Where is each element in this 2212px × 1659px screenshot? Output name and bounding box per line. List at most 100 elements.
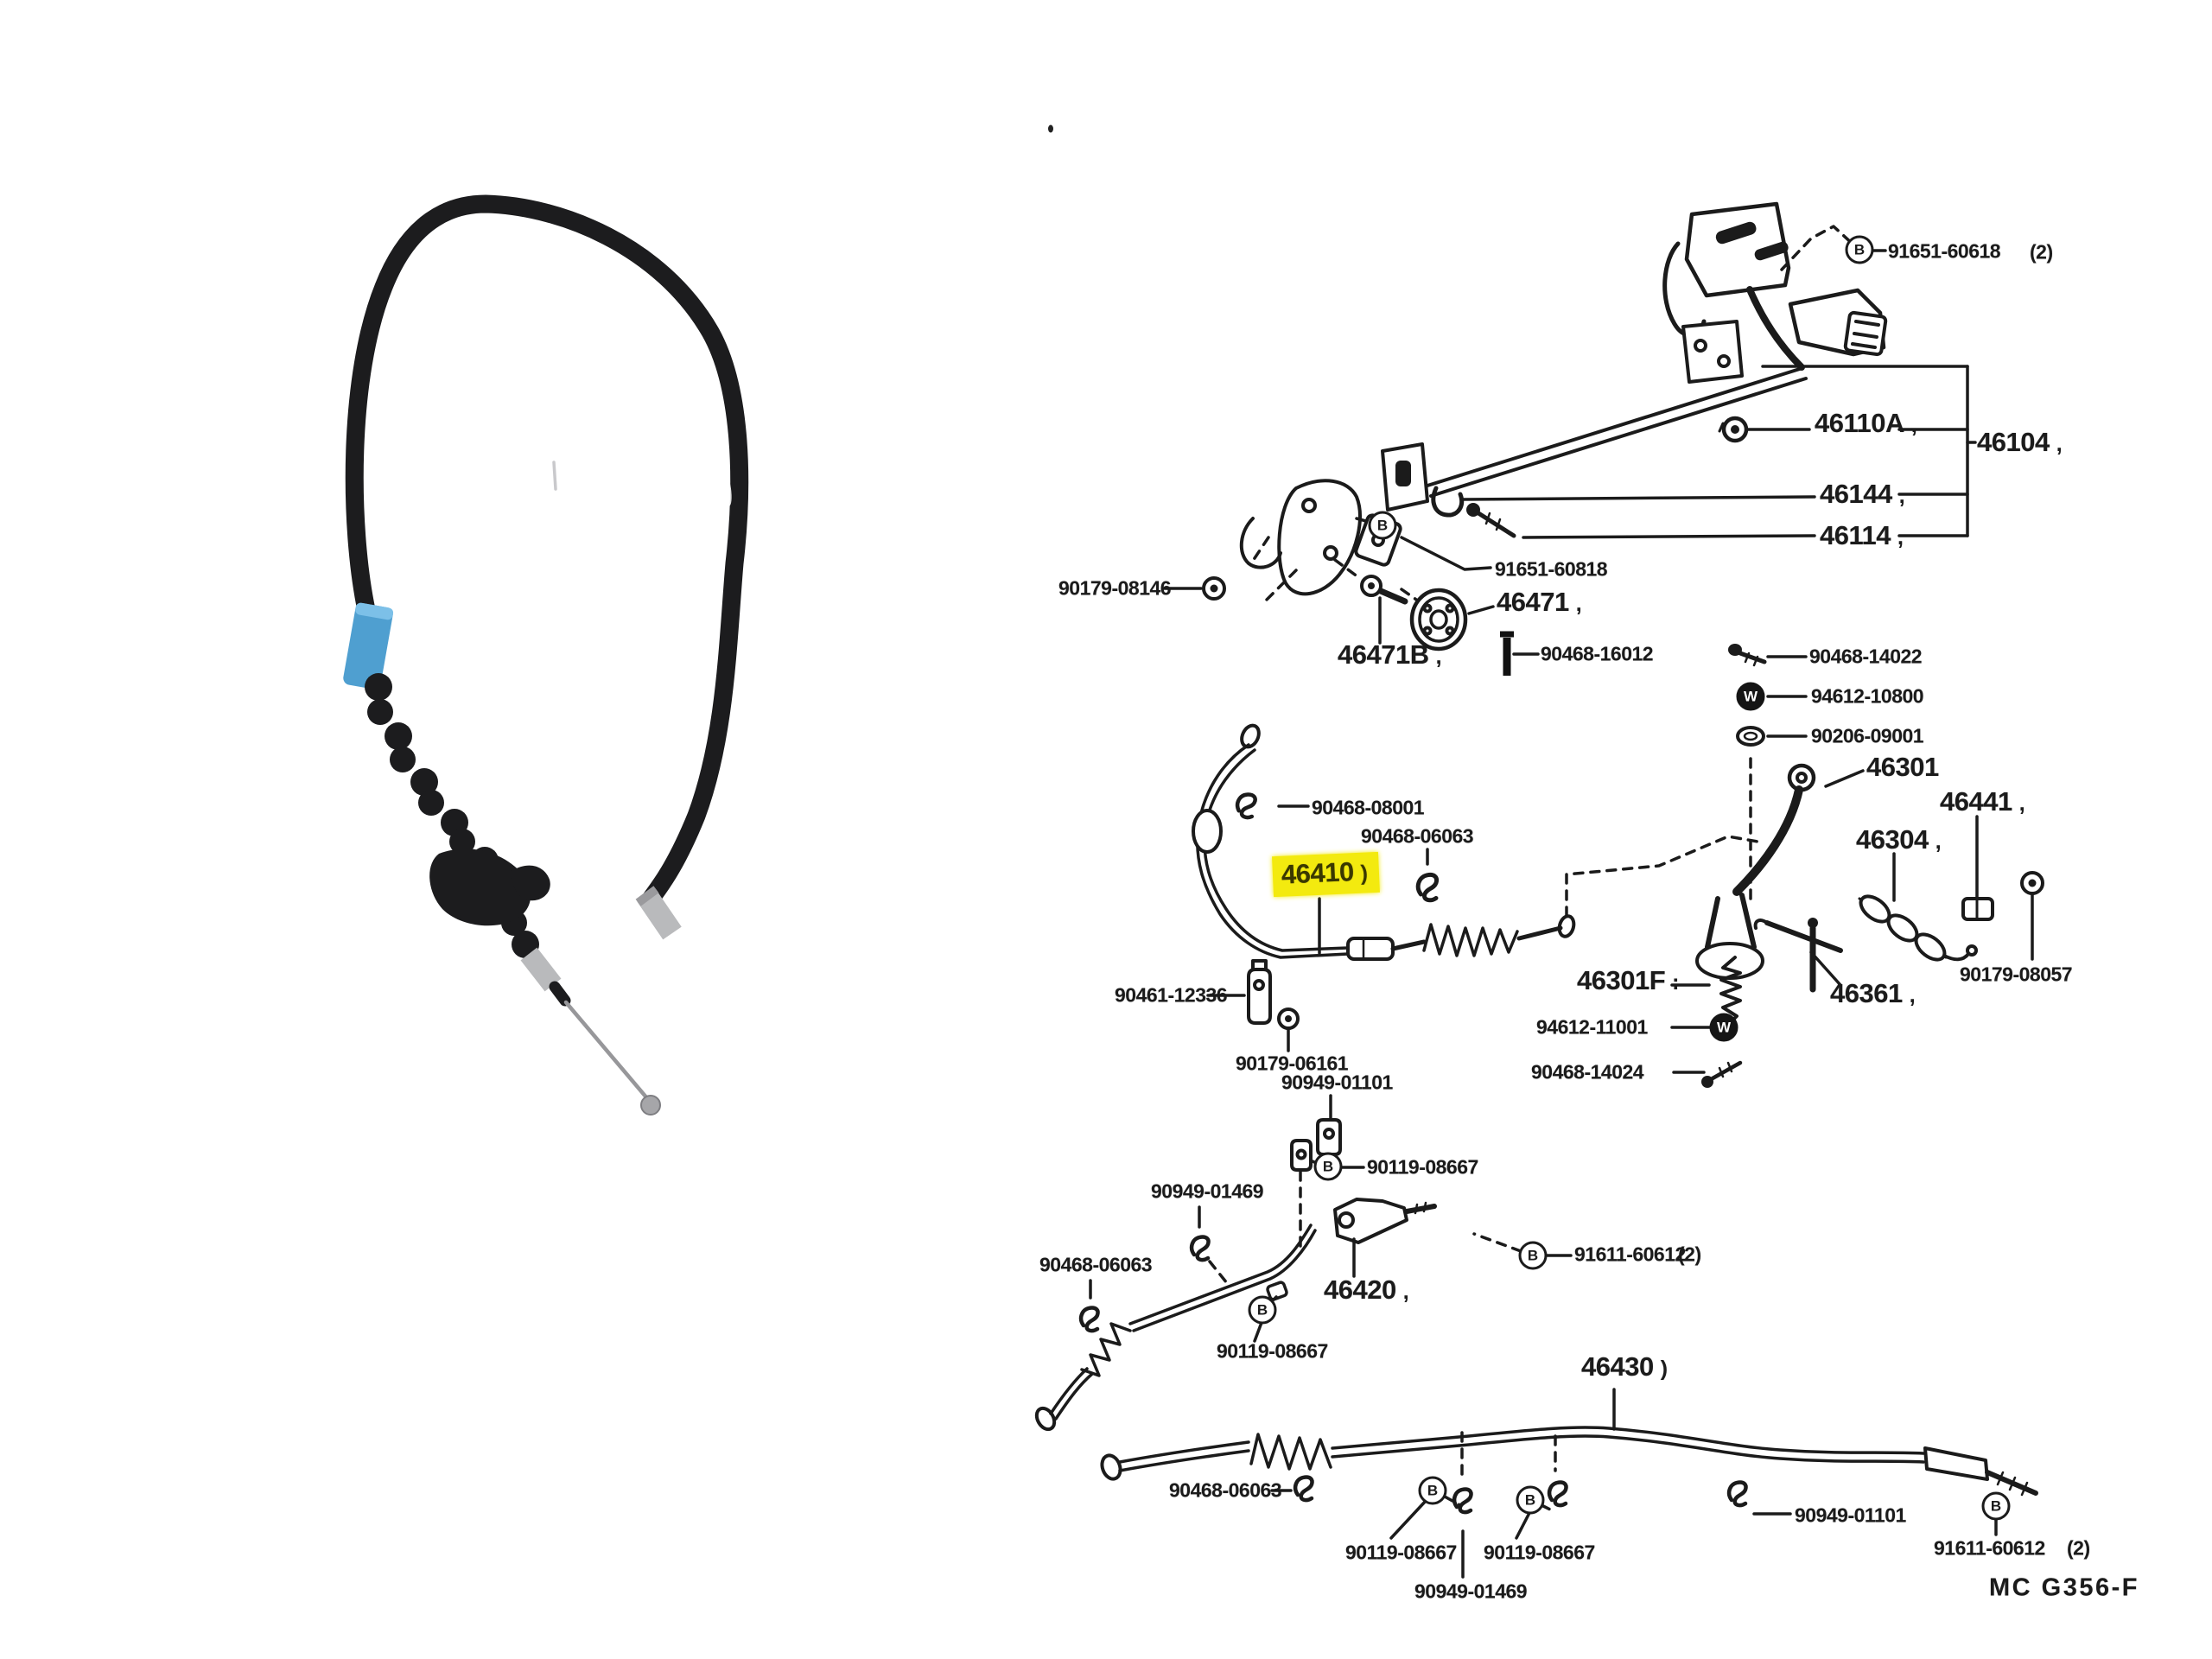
wire-end-ball bbox=[640, 1095, 661, 1116]
part-label: (2) bbox=[2067, 1536, 2090, 1560]
cable-end-fitting bbox=[1923, 1446, 1989, 1481]
clip-90468-06063-mid-icon bbox=[1078, 1306, 1100, 1333]
ring-90206-09001-icon bbox=[1736, 726, 1765, 747]
fastener-ref-w-icon: W bbox=[1709, 1013, 1738, 1042]
clip-90468-06063-bottom-icon bbox=[1293, 1475, 1314, 1503]
cable-46420-drawing bbox=[1034, 1198, 1437, 1432]
part-label: 90119-08667 bbox=[1217, 1339, 1328, 1363]
cable-glint bbox=[721, 472, 732, 506]
part-label: 46471, bbox=[1497, 587, 1582, 617]
cable-spring-section bbox=[1080, 1322, 1132, 1377]
assembly-dashed-links bbox=[1249, 225, 1856, 605]
grommet-90179-08057-icon bbox=[2020, 871, 2044, 895]
part-label: 46361, bbox=[1830, 978, 1916, 1008]
part-label: (2) bbox=[1678, 1243, 1701, 1266]
part-label: 90949-01469 bbox=[1414, 1580, 1528, 1603]
cable-spring-section bbox=[1422, 923, 1519, 957]
cable-housing-loop bbox=[345, 194, 749, 910]
pulley-46471-icon bbox=[1409, 588, 1468, 652]
part-label: 90468-16012 bbox=[1541, 642, 1654, 665]
screw-90468-14024-icon bbox=[1701, 1060, 1743, 1088]
part-label: 90206-09001 bbox=[1811, 724, 1924, 747]
part-label: 46420, bbox=[1324, 1274, 1409, 1305]
lever-dashed-links bbox=[1565, 757, 1764, 918]
part-label: 90468-06063 bbox=[1039, 1253, 1153, 1276]
fastener-ref-b-icon: B bbox=[1368, 511, 1397, 540]
rod-screw bbox=[1466, 503, 1516, 538]
part-label-highlighted: 46410) bbox=[1272, 851, 1381, 898]
fastener-ref-b-icon: B bbox=[1418, 1476, 1447, 1505]
end-ferrule-cap bbox=[635, 886, 659, 906]
pull-rod bbox=[1426, 366, 1804, 487]
fastener-ref-b-icon: B bbox=[1845, 235, 1874, 264]
clip-bottom-midright-icon bbox=[1547, 1480, 1568, 1508]
part-label: 90179-08146 bbox=[1058, 576, 1172, 600]
part-label: 94612-11001 bbox=[1536, 1015, 1648, 1039]
cable-46430-drawing bbox=[1100, 1426, 2038, 1497]
equalizer-46304-icon bbox=[1858, 894, 1978, 962]
bolt-46471B-icon bbox=[1360, 575, 1408, 605]
part-label: 91611-60612 bbox=[1934, 1536, 2045, 1560]
bolt-90468-16012-icon bbox=[1500, 631, 1514, 676]
cable-spring-section bbox=[1249, 1433, 1332, 1471]
clip-90468-08001-icon bbox=[1235, 792, 1257, 820]
clamp-90949-01101-icon bbox=[1316, 1118, 1342, 1156]
fastener-ref-b-icon: B bbox=[1248, 1295, 1277, 1325]
cable-end-46441-icon bbox=[1961, 897, 1994, 921]
part-label: 46304, bbox=[1856, 824, 1942, 855]
part-label: MC G356-F bbox=[1989, 1573, 2139, 1602]
rod-clip bbox=[1431, 486, 1465, 518]
part-label: 90461-12336 bbox=[1115, 983, 1228, 1007]
part-label: 46301 bbox=[1866, 752, 1939, 782]
part-label: 46471B, bbox=[1338, 639, 1442, 670]
part-label: 90949-01101 bbox=[1281, 1071, 1393, 1094]
nut-90179-06161-icon bbox=[1277, 1007, 1300, 1030]
part-label: 90468-06063 bbox=[1169, 1478, 1282, 1502]
background-artifact bbox=[552, 461, 557, 491]
pedal-support-assembly bbox=[1239, 201, 1888, 605]
part-label: 46301F: bbox=[1577, 965, 1679, 995]
clamp-top-46420-icon bbox=[1290, 1139, 1313, 1172]
part-label: 90179-06161 bbox=[1236, 1052, 1349, 1075]
inner-wire bbox=[563, 1000, 649, 1100]
part-label: 46104, bbox=[1977, 427, 2063, 457]
part-label: 91611-60612 bbox=[1574, 1243, 1686, 1266]
clip-90468-06063-icon bbox=[1415, 873, 1439, 903]
fastener-ref-w-icon: W bbox=[1736, 682, 1765, 711]
fastener-ref-b-icon: B bbox=[1981, 1491, 2011, 1521]
part-label: 90468-14022 bbox=[1809, 645, 1923, 668]
part-label: 90468-14024 bbox=[1531, 1060, 1644, 1084]
nut-46110A-icon bbox=[1718, 416, 1749, 443]
clip-bottom-midleft-icon bbox=[1452, 1487, 1473, 1515]
fastener-ref-b-icon: B bbox=[1518, 1241, 1548, 1270]
part-label: 90119-08667 bbox=[1367, 1155, 1478, 1179]
part-label: 90468-06063 bbox=[1361, 824, 1474, 848]
crimp-ferrule bbox=[520, 947, 562, 992]
part-label: (2) bbox=[2030, 240, 2053, 264]
part-label: 90949-01469 bbox=[1151, 1179, 1264, 1203]
bracket-46104-lines bbox=[1460, 365, 1977, 539]
part-label: 90949-01101 bbox=[1795, 1503, 1906, 1527]
cable-product-photo bbox=[343, 194, 749, 1116]
part-label: 46144, bbox=[1820, 479, 1905, 509]
part-label: 46441, bbox=[1940, 786, 2025, 817]
rubber-boot bbox=[429, 849, 531, 926]
grommet-90179-08146-icon bbox=[1202, 576, 1226, 601]
clip-90949-01101-bottom-icon bbox=[1726, 1480, 1748, 1508]
part-label: 90179-08057 bbox=[1960, 963, 2073, 986]
lever-46301-icon bbox=[1695, 763, 1818, 993]
cable-46410-drawing bbox=[1192, 723, 1576, 961]
end-ferrule bbox=[637, 888, 682, 940]
part-label: 90119-08667 bbox=[1345, 1541, 1457, 1564]
clip-90949-01469-icon bbox=[1189, 1235, 1211, 1262]
scan-artifact-dot bbox=[1048, 124, 1053, 133]
screw-90468-14022-icon bbox=[1728, 644, 1767, 667]
part-label: 46114, bbox=[1820, 520, 1904, 550]
cable-bracket bbox=[1333, 1198, 1408, 1244]
part-label: 90468-08001 bbox=[1312, 796, 1425, 819]
part-label: 46430) bbox=[1581, 1351, 1668, 1382]
part-label: 90119-08667 bbox=[1484, 1541, 1595, 1564]
link-46361-icon bbox=[1753, 918, 1843, 953]
